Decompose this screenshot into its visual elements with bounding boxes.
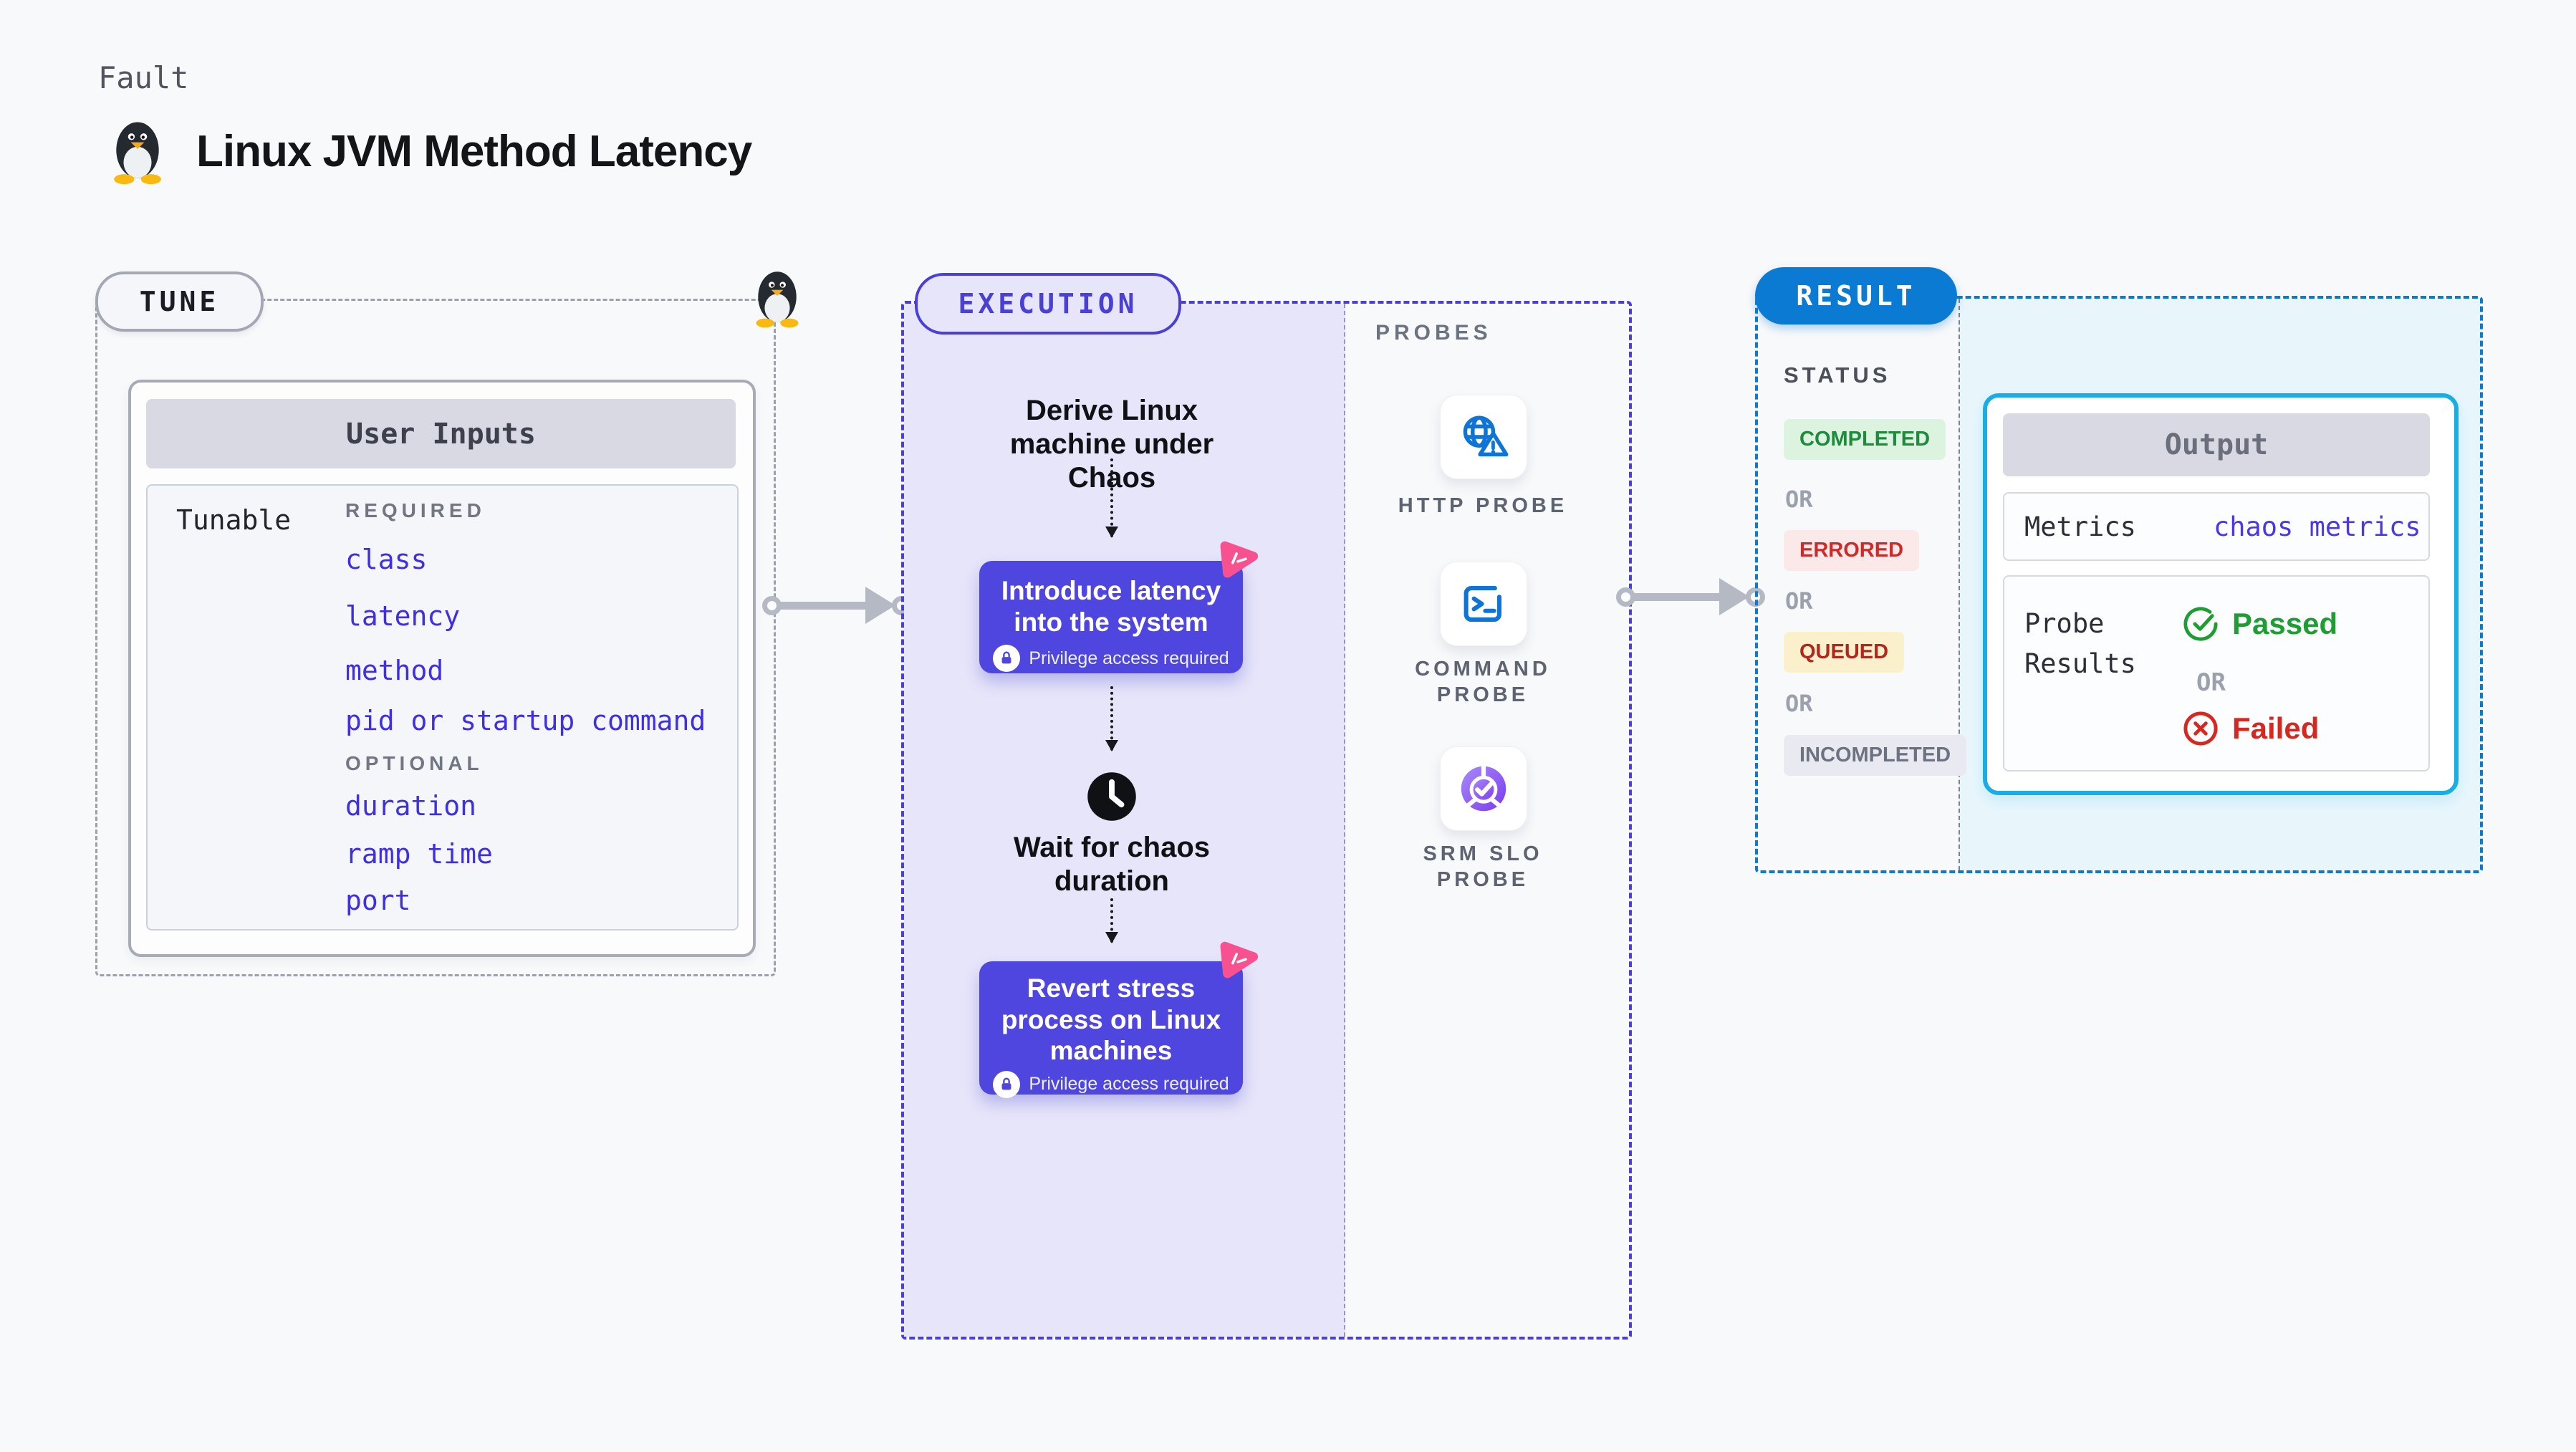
metrics-row: Metrics chaos metrics bbox=[2003, 492, 2430, 561]
probe-card-http[interactable] bbox=[1440, 395, 1527, 479]
output-card: Output Metrics chaos metrics Probe Resul… bbox=[1983, 393, 2459, 795]
probe-card-srm-slo[interactable] bbox=[1440, 746, 1527, 831]
or-separator: OR bbox=[2196, 668, 2226, 697]
step-introduce-latency[interactable]: Introduce latency into the system Privil… bbox=[979, 561, 1243, 673]
chaos-metrics-link[interactable]: chaos metrics bbox=[2213, 511, 2421, 542]
required-group-label: REQUIRED bbox=[345, 499, 486, 521]
tune-section-pill: TUNE bbox=[95, 271, 264, 332]
tunable-item-ramp-time[interactable]: ramp time bbox=[345, 838, 493, 870]
status-badge-errored: ERRORED bbox=[1784, 530, 1920, 571]
probes-column-label: PROBES bbox=[1375, 321, 1492, 345]
status-badge-queued: QUEUED bbox=[1784, 632, 1905, 673]
slo-pie-check-icon bbox=[1461, 766, 1506, 812]
step-revert-stress[interactable]: Revert stress process on Linux machines … bbox=[979, 961, 1243, 1098]
tunable-item-port[interactable]: port bbox=[345, 885, 411, 916]
or-separator: OR bbox=[1785, 690, 1813, 717]
flow-connector bbox=[1105, 686, 1118, 751]
lock-icon bbox=[993, 1070, 1021, 1098]
probe-result-passed: Passed bbox=[2182, 605, 2337, 643]
probe-results-label: Probe Results bbox=[2024, 608, 2136, 679]
execution-to-result-arrow bbox=[1616, 578, 1765, 615]
metrics-label: Metrics bbox=[2024, 511, 2136, 542]
tunable-item-class[interactable]: class bbox=[345, 544, 428, 575]
tunable-item-duration[interactable]: duration bbox=[345, 790, 477, 822]
linux-penguin-icon bbox=[114, 122, 161, 185]
probe-label-srm-slo: SRM SLO PROBE bbox=[1423, 842, 1543, 892]
step-title: Introduce latency into the system bbox=[1001, 576, 1221, 637]
terminal-icon bbox=[1464, 586, 1501, 622]
tunable-row-label: Tunable bbox=[176, 504, 292, 536]
or-separator: OR bbox=[1785, 587, 1813, 615]
optional-group-label: OPTIONAL bbox=[345, 752, 484, 774]
user-inputs-card: User Inputs Tunable REQUIRED class laten… bbox=[128, 380, 756, 957]
user-inputs-header: User Inputs bbox=[146, 399, 736, 468]
privilege-badge: Privilege access required bbox=[1029, 648, 1229, 668]
chaos-badge-icon bbox=[1214, 940, 1261, 981]
linux-penguin-icon bbox=[756, 271, 799, 328]
flow-connector bbox=[1105, 458, 1118, 538]
step-title: Revert stress process on Linux machines bbox=[1001, 973, 1221, 1066]
flow-connector bbox=[1105, 898, 1118, 943]
globe-alert-icon bbox=[1463, 415, 1509, 457]
privilege-badge: Privilege access required bbox=[1029, 1074, 1229, 1095]
probe-label-command: COMMAND PROBE bbox=[1415, 658, 1551, 707]
tune-section-box bbox=[95, 299, 776, 976]
tune-to-execution-arrow bbox=[762, 587, 911, 624]
execution-section-box bbox=[901, 301, 1632, 1340]
or-separator: OR bbox=[1785, 486, 1813, 513]
user-inputs-body: Tunable REQUIRED class latency method pi… bbox=[146, 484, 739, 931]
output-header: Output bbox=[2003, 413, 2430, 476]
fault-eyebrow: Fault bbox=[98, 60, 189, 95]
execution-section-pill: EXECUTION bbox=[915, 273, 1181, 335]
chaos-badge-icon bbox=[1214, 539, 1261, 581]
check-circle-icon bbox=[2183, 607, 2218, 641]
x-circle-icon bbox=[2183, 711, 2218, 746]
probe-results-row: Probe Results Passed OR Failed bbox=[2003, 575, 2430, 771]
step-wait-duration: Wait for chaos duration bbox=[1013, 832, 1211, 898]
execution-flow-area bbox=[904, 304, 1345, 1337]
lock-icon bbox=[993, 645, 1021, 673]
probe-result-failed: Failed bbox=[2182, 710, 2319, 747]
wait-clock-icon bbox=[1086, 771, 1138, 822]
probe-label-http: HTTP PROBE bbox=[1398, 494, 1568, 517]
status-badge-completed: COMPLETED bbox=[1784, 419, 1946, 460]
tunable-item-pid-or-startup-command[interactable]: pid or startup command bbox=[345, 705, 706, 736]
tunable-item-latency[interactable]: latency bbox=[345, 600, 461, 632]
probe-card-command[interactable] bbox=[1440, 562, 1527, 646]
result-section-pill: RESULT bbox=[1755, 267, 1957, 324]
status-heading: STATUS bbox=[1784, 362, 1891, 388]
status-badge-incompleted: INCOMPLETED bbox=[1784, 735, 1967, 776]
tunable-item-method[interactable]: method bbox=[345, 655, 444, 686]
page-title: Linux JVM Method Latency bbox=[196, 127, 752, 176]
